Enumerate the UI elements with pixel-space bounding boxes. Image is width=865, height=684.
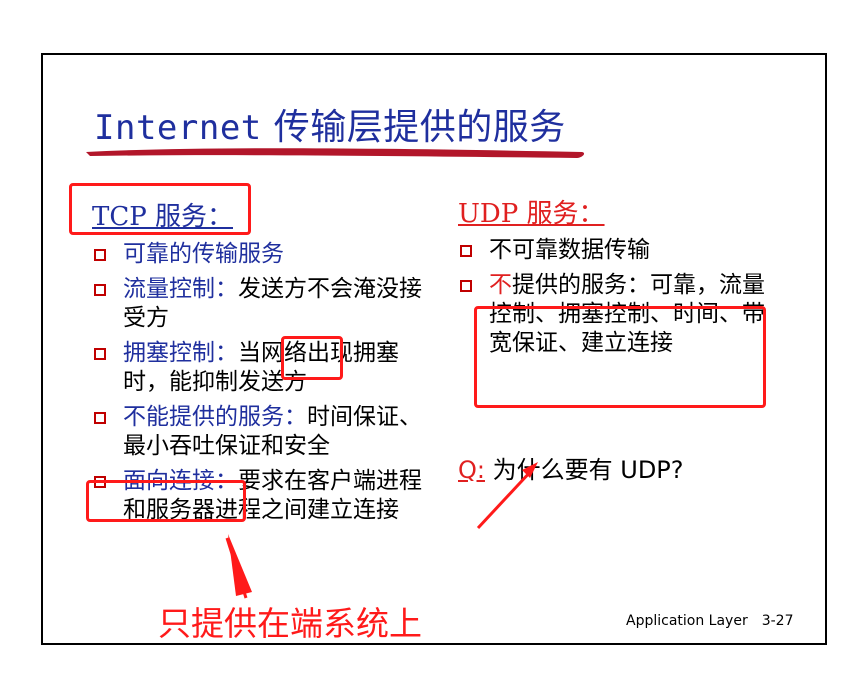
checkbox-bullet-icon [94,412,106,424]
question-tail: UDP? [620,456,684,484]
list-item: 流量控制：发送方不会淹没接受方 [92,275,422,333]
question-label: Q: [458,456,485,484]
title-prefix: Internet [94,108,262,148]
checkbox-bullet-icon [460,280,472,292]
bullet-text: 要求在客户端进程和服务器进程之间建立连接 [123,468,422,523]
arrow-to-connection [225,534,252,599]
checkbox-bullet-icon [94,249,106,261]
udp-bullet-list: 不可靠数据传输 不提供的服务：可靠，流量控制、拥塞控制、时间、带宽保证、建立连接 [458,236,778,364]
annotation-box-connection [86,480,246,522]
question-line: Q: 为什么要有 UDP? [458,450,684,485]
checkbox-bullet-icon [94,284,106,296]
title-rest: 传输层提供的服务 [261,107,566,148]
list-item: 面向连接：要求在客户端进程和服务器进程之间建立连接 [92,467,422,525]
list-item: 不提供的服务：可靠，流量控制、拥塞控制、时间、带宽保证、建立连接 [458,271,778,358]
bullet-lead: 流量控制： [123,276,238,302]
page-number: 3-27 [761,613,794,629]
annotation-box-network [281,336,343,380]
list-item: 可靠的传输服务 [92,240,422,269]
bullet-lead: 可靠的传输服务 [123,241,284,267]
bullet-lead-red: 不 [489,272,512,298]
bullet-text: 发送方不会淹没接受方 [123,276,422,331]
tcp-heading: TCP 服务： [92,202,233,232]
checkbox-bullet-icon [94,348,106,360]
annotation-box-udp-services [474,306,766,408]
list-item: 拥塞控制：当网络出现拥塞时，能抑制发送方 [92,339,422,397]
list-item: 不可靠数据传输 [458,236,778,265]
list-item: 不能提供的服务：时间保证、最小吞吐保证和安全 [92,403,422,461]
slide-frame [41,53,827,645]
annotation-note: 只提供在端系统上 [158,604,422,643]
annotation-box-tcp-heading [69,183,251,235]
footer-label: Application Layer [626,613,748,629]
slide-footer: Application Layer 3-27 [626,613,794,629]
bullet-lead: 不能提供的服务： [123,404,307,430]
bullet-text: 不可靠数据传输 [489,237,650,263]
question-text: 为什么要有 [484,456,621,484]
arrow-to-question [476,462,538,530]
tcp-bullet-list: 可靠的传输服务 流量控制：发送方不会淹没接受方 拥塞控制：当网络出现拥塞时，能抑… [92,240,422,531]
bullet-text: 时间保证、最小吞吐保证和安全 [123,404,422,459]
slide-title: Internet 传输层提供的服务 [94,98,566,150]
checkbox-bullet-icon [460,245,472,257]
bullet-text: 提供的服务：可靠，流量控制、拥塞控制、时间、带宽保证、建立连接 [489,272,765,356]
bullet-lead: 拥塞控制： [123,340,238,366]
udp-heading: UDP 服务： [458,199,605,229]
bullet-text: 当网络出现拥塞时，能抑制发送方 [123,340,399,395]
title-underline-stroke [86,148,585,158]
